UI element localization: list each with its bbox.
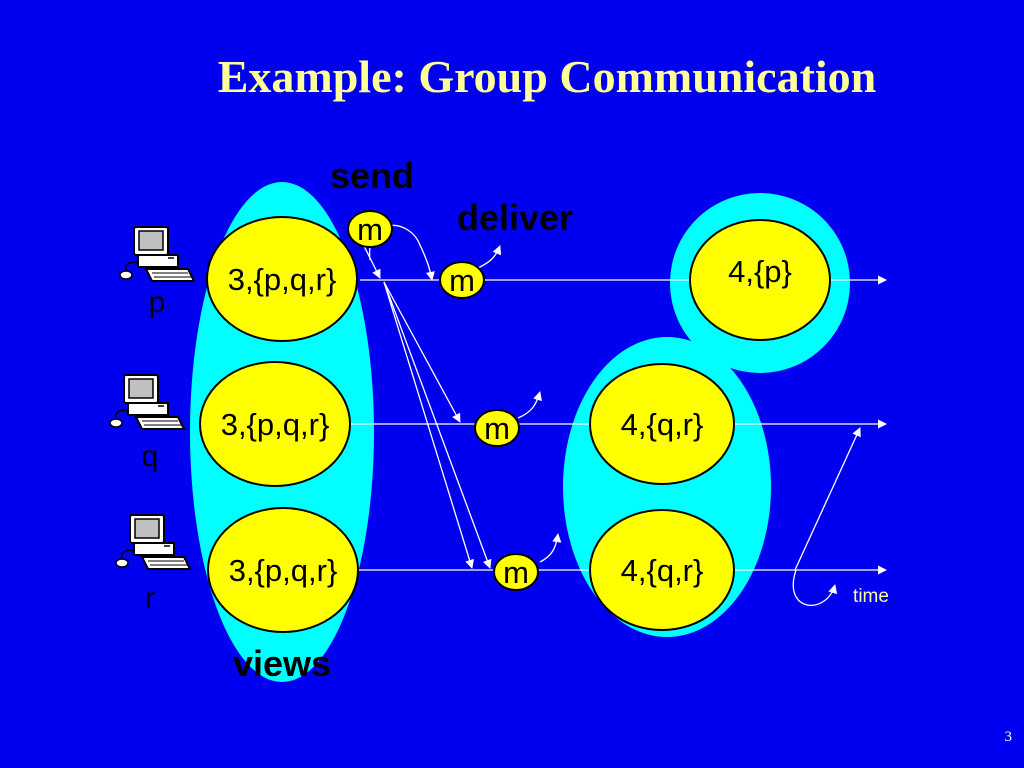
msg-to-r-arrow-2 bbox=[383, 281, 474, 569]
message-deliver-q: m bbox=[474, 409, 520, 447]
view-node-r-new: 4,{q,r} bbox=[589, 509, 735, 631]
deliver-label: deliver bbox=[457, 197, 573, 238]
view-label: 4,{q,r} bbox=[621, 553, 704, 588]
process-label-p: p bbox=[149, 286, 166, 319]
svg-text:m: m bbox=[357, 212, 383, 247]
view-label: 3,{p,q,r} bbox=[229, 553, 338, 588]
view-node-p-new: 4,{p} bbox=[689, 219, 831, 341]
time-loop-arrow bbox=[792, 569, 838, 606]
deliver-arrow-p bbox=[477, 245, 502, 269]
computer-icon bbox=[109, 374, 185, 430]
slide-title: Example: Group Communication bbox=[217, 51, 877, 102]
message-deliver-p: m bbox=[439, 261, 485, 299]
send-origin-arrow bbox=[363, 245, 381, 279]
deliver-arrow-r bbox=[539, 533, 562, 563]
view-label: 3,{p,q,r} bbox=[228, 262, 337, 297]
svg-text:m: m bbox=[484, 411, 510, 446]
computer-icon bbox=[115, 514, 191, 570]
computer-icon bbox=[119, 226, 195, 282]
page-number: 3 bbox=[1004, 729, 1013, 745]
deliver-arrow-q bbox=[517, 391, 542, 419]
msg-to-r-arrow bbox=[383, 281, 492, 569]
view-label: 4,{q,r} bbox=[621, 407, 704, 442]
view-label: 4,{p} bbox=[728, 254, 792, 289]
view-node-p-initial: 3,{p,q,r} bbox=[206, 216, 358, 342]
svg-text:m: m bbox=[449, 263, 475, 298]
process-label-r: r bbox=[145, 582, 155, 615]
view-node-r-initial: 3,{p,q,r} bbox=[207, 507, 359, 633]
send-label: send bbox=[330, 155, 414, 196]
message-deliver-r: m bbox=[493, 553, 539, 591]
views-label: views bbox=[233, 643, 331, 684]
time-label: time bbox=[853, 586, 889, 607]
view-label: 3,{p,q,r} bbox=[221, 407, 330, 442]
msg-to-q-arrow bbox=[383, 281, 461, 423]
view-node-q-new: 4,{q,r} bbox=[589, 363, 735, 485]
process-label-q: q bbox=[142, 440, 159, 473]
view-node-q-initial: 3,{p,q,r} bbox=[199, 361, 351, 487]
r-to-q-arrow bbox=[794, 427, 861, 571]
svg-text:m: m bbox=[503, 555, 529, 590]
message-send: m bbox=[347, 210, 393, 248]
